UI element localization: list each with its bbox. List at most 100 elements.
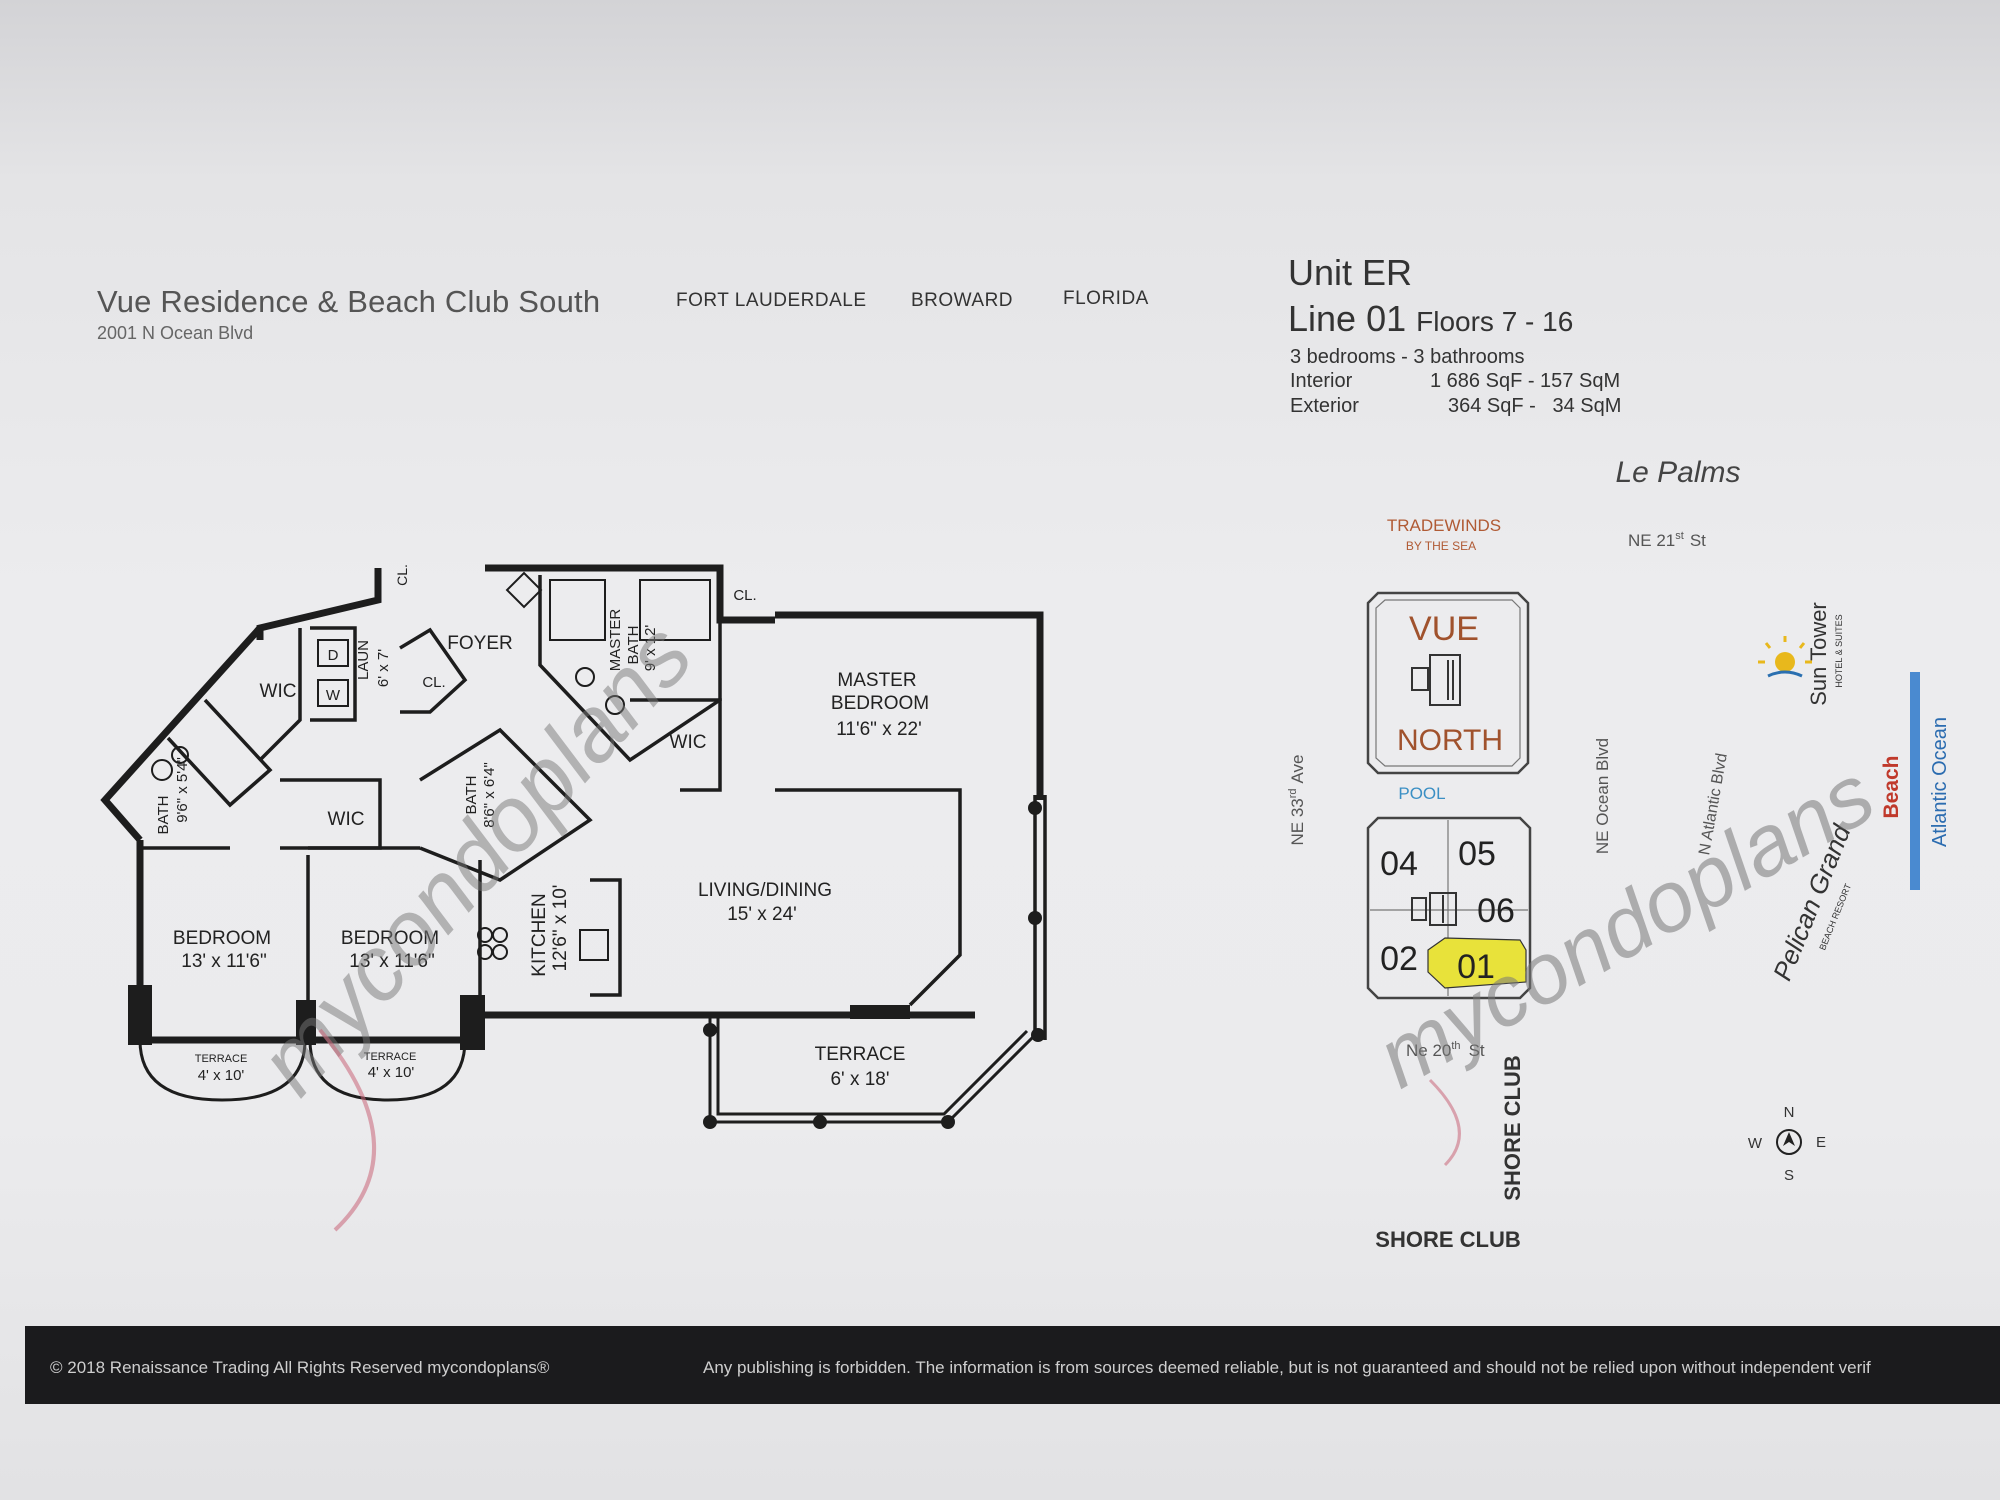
wall-wic2 — [280, 778, 382, 850]
kitchen-label: KITCHEN — [529, 893, 550, 976]
small-terrace-2-label: TERRACE — [364, 1051, 417, 1063]
line-06: 06 — [1477, 892, 1515, 930]
bedroom2-size: 13' x 11'6" — [349, 951, 434, 972]
small-terrace-1-size: 4' x 10' — [198, 1067, 245, 1084]
floor-range: Floors 7 - 16 — [1416, 306, 1574, 337]
bedroom1-size: 13' x 11'6" — [181, 951, 266, 972]
master-bath-label-1: MASTER — [607, 609, 624, 672]
terrace-size: 6' x 18' — [830, 1069, 889, 1090]
compass-n: N — [1784, 1104, 1795, 1121]
watermark-swash — [318, 1028, 376, 1232]
exterior-area: 364 SqF - 34 SqM — [1448, 395, 1622, 417]
ne33-street: NE 33rdAve — [1287, 754, 1307, 845]
bath1-size: 9'6" x 5'4" — [174, 757, 191, 823]
interior-label: Interior — [1290, 370, 1353, 392]
atlantic-ocean-label: Atlantic Ocean — [1929, 717, 1951, 847]
wall-master-bath — [538, 575, 722, 763]
ocean-line — [1910, 672, 1920, 890]
shore-club-horizontal: SHORE CLUB — [1375, 1227, 1520, 1252]
rooms-summary: 3 bedrooms - 3 bathrooms — [1290, 346, 1525, 368]
state-label: FLORIDA — [1063, 288, 1149, 309]
cl-label-1: CL. — [422, 674, 445, 691]
wic-label-1: WIC — [260, 681, 297, 702]
master-bedroom-size: 11'6" x 22' — [836, 719, 921, 740]
vue-south-building — [1366, 816, 1532, 1000]
living-label: LIVING/DINING — [698, 880, 832, 901]
master-bedroom-label-2: BEDROOM — [831, 693, 929, 714]
line-05: 05 — [1458, 835, 1496, 873]
le-palms-logo: Le Palms — [1615, 456, 1740, 489]
wall-kitchen-east — [590, 878, 622, 997]
dryer-label: D — [328, 647, 339, 664]
compass-icon — [1776, 1129, 1802, 1155]
small-terrace-1-label: TERRACE — [195, 1053, 248, 1065]
small-terrace-2-size: 4' x 10' — [368, 1064, 415, 1081]
watermark: mycondoplans mycondoplans — [239, 604, 1890, 1232]
wall-left-diagonal — [100, 625, 263, 843]
vue-north-building — [1366, 591, 1530, 775]
laundry-label: LAUN — [355, 640, 372, 680]
sun-tower-label-1: Sun Tower — [1806, 602, 1831, 706]
beach-label: Beach — [1880, 755, 1903, 818]
wall-north-master — [775, 611, 1044, 800]
bedroom2-label: BEDROOM — [341, 928, 439, 949]
vue-label-2: NORTH — [1397, 724, 1503, 757]
exterior-label: Exterior — [1290, 395, 1359, 417]
cl-label-3: CL. — [394, 564, 410, 586]
line-01-highlight — [1427, 937, 1527, 989]
unit-line: Line 01 Floors 7 - 16 — [1288, 298, 1573, 340]
wall-cl-small — [399, 627, 468, 714]
compass-s: S — [1784, 1167, 1794, 1184]
building-address: 2001 N Ocean Blvd — [97, 323, 254, 343]
line-04: 04 — [1380, 845, 1418, 883]
wall-master-south — [775, 788, 962, 1007]
small-terrace-1 — [138, 1039, 307, 1102]
disclaimer-text: Any publishing is forbidden. The informa… — [703, 1358, 1871, 1377]
sun-tower-label-2: HOTEL & SUITES — [1834, 614, 1844, 687]
wall-left-upper — [256, 568, 382, 640]
line-number: Line 01 — [1288, 298, 1407, 339]
compass-e: E — [1816, 1134, 1826, 1151]
master-bath-size: 9' x 12' — [642, 625, 659, 672]
wall-wic1 — [258, 628, 302, 762]
bath2-size: 8'6" x 6'4" — [481, 762, 498, 828]
line-02: 02 — [1380, 940, 1418, 978]
line-01: 01 — [1457, 948, 1495, 986]
terrace-rail-inner — [716, 1015, 1029, 1116]
wic-label-2: WIC — [328, 809, 365, 830]
sun-icon — [1758, 636, 1812, 678]
copyright-text: © 2018 Renaissance Trading All Rights Re… — [50, 1358, 550, 1377]
compass-w: W — [1748, 1135, 1763, 1152]
interior-area: 1 686 SqF - 157 SqM — [1430, 370, 1621, 392]
tradewinds-label-2: BY THE SEA — [1406, 539, 1476, 553]
vue-label-1: VUE — [1409, 610, 1479, 648]
small-terrace-2 — [308, 1039, 467, 1102]
wall-north-foyer — [485, 564, 775, 624]
pool-label: POOL — [1398, 784, 1445, 803]
terrace-label: TERRACE — [815, 1044, 906, 1065]
living-size: 15' x 24' — [727, 904, 797, 925]
master-bath-label-2: BATH — [625, 626, 642, 665]
foyer-label: FOYER — [447, 633, 512, 654]
master-bedroom-label-1: MASTER — [837, 670, 916, 691]
wall-laundry — [310, 626, 357, 722]
ne-ocean-blvd: NE Ocean Blvd — [1593, 738, 1612, 854]
bedroom1-label: BEDROOM — [173, 928, 271, 949]
kitchen-size: 12'6" x 10' — [550, 885, 571, 972]
cl-label-2: CL. — [733, 587, 756, 604]
building-title: Vue Residence & Beach Club South — [97, 284, 601, 319]
bath1-label: BATH — [155, 796, 172, 835]
washer-label: W — [326, 687, 341, 704]
county-label: BROWARD — [911, 290, 1014, 311]
wall-master-wic — [630, 698, 722, 792]
bath2-label: BATH — [463, 776, 480, 815]
shore-club-vertical: SHORE CLUB — [1500, 1055, 1525, 1200]
tradewinds-label-1: TRADEWINDS — [1387, 516, 1501, 535]
city-label: FORT LAUDERDALE — [676, 290, 867, 311]
laundry-size: 6' x 7' — [375, 649, 392, 687]
wall-bath1 — [166, 698, 273, 808]
